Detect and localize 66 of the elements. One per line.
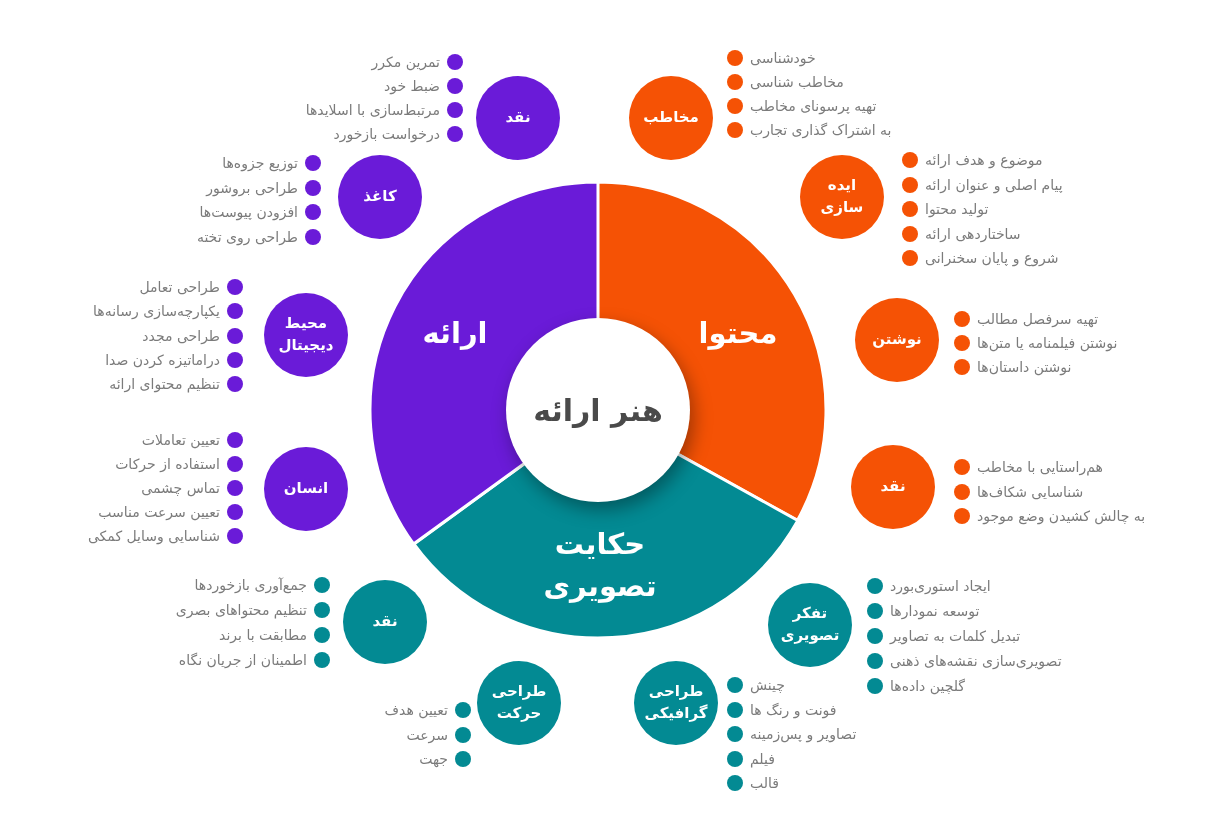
list-item: به چالش کشیدن وضع موجود	[977, 508, 1146, 524]
list-item: طراحی بروشور	[206, 179, 298, 196]
topic-label: محیط دیجیتال	[277, 313, 335, 356]
list-item: استفاده از حرکات	[115, 456, 220, 472]
segment-label: حکایت تصویری	[542, 525, 658, 605]
list-item: پیام اصلی و عنوان ارائه	[925, 176, 1063, 193]
list-item: هم‌راستایی با مخاطب	[977, 459, 1103, 475]
list-item: مطابقت با برند	[219, 627, 307, 643]
list-item: تهیه سرفصل مطالب	[977, 311, 1099, 327]
list-item: تولید محتوا	[925, 201, 989, 217]
list-item: نوشتن فیلمنامه یا متن‌ها	[977, 335, 1118, 351]
list-item: اطمینان از جریان نگاه	[178, 652, 307, 668]
list-item: تنظیم محتوای ارائه	[109, 376, 220, 393]
center-title: هنر ارائه	[533, 392, 663, 428]
list-item: طراحی روی تخته	[196, 228, 298, 245]
topic-label: مخاطب	[642, 107, 700, 129]
list-item: تعیین هدف	[384, 702, 448, 718]
segment-label: محتوا	[697, 315, 779, 352]
list-item: فونت و رنگ ها	[750, 701, 837, 718]
list-item: تعیین تعاملات	[141, 432, 220, 448]
list-item: شناسایی شکاف‌ها	[977, 483, 1084, 500]
topic-label: نوشتن	[871, 329, 923, 351]
list-item: شناسایی وسایل کمکی	[87, 528, 220, 544]
topic-label: ایده سازی	[819, 175, 865, 218]
topic-label: نقد	[371, 611, 399, 633]
list-item: ایجاد استوری‌بورد	[890, 578, 991, 594]
list-item: افزودن پیوست‌ها	[199, 204, 298, 220]
list-item: دراماتیزه کردن صدا	[105, 351, 220, 368]
list-item: یکپارچه‌سازی رسانه‌ها	[93, 303, 220, 320]
list-item: مرتبط‌سازی با اسلایدها	[305, 102, 440, 118]
list-item: طراحی مجدد	[142, 327, 220, 344]
list-item: موضوع و هدف ارائه	[925, 152, 1043, 168]
list-item: تصاویر و پس‌زمینه	[750, 726, 857, 742]
list-item: توسعه نمودارها	[890, 603, 980, 619]
list-item: طراحی تعامل	[139, 279, 220, 295]
list-item: مخاطب شناسی	[750, 74, 844, 90]
list-item: ضبط خود	[384, 78, 440, 94]
list-item: خودشناسی	[750, 50, 816, 66]
list-item: شروع و پایان سخنرانی	[925, 250, 1059, 266]
list-item: جمع‌آوری بازخوردها	[194, 577, 307, 593]
list-item: تعیین سرعت مناسب	[98, 504, 220, 520]
list-item: درخواست بازخورد	[333, 126, 440, 142]
topic-label: انسان	[282, 478, 330, 500]
list-item: تصویری‌سازی نقشه‌های ذهنی	[890, 653, 1062, 669]
list-item: فیلم	[750, 750, 775, 767]
list-item: به اشتراک گذاری تجارب	[750, 122, 892, 138]
topic-label: طراحی گرافیکی	[643, 681, 709, 724]
topic-label: نقد	[504, 107, 532, 129]
list-item: قالب	[750, 775, 779, 791]
list-item: تبدیل کلمات به تصاویر	[890, 628, 1021, 644]
list-item: تماس چشمی	[141, 480, 220, 496]
list-item: جهت	[419, 751, 448, 767]
topic-label: کاغذ	[362, 186, 398, 208]
list-item: تهیه پرسونای مخاطب	[750, 98, 877, 114]
list-item: چینش	[750, 677, 785, 693]
list-item: تمرین مکرر	[371, 54, 440, 70]
list-item: سرعت	[406, 726, 448, 743]
topic-label: تفکر تصویری	[779, 603, 841, 646]
list-item: گلچین داده‌ها	[890, 678, 965, 694]
list-item: تنظیم محتواهای بصری	[175, 602, 307, 618]
topic-label: طراحی حرکت	[490, 681, 548, 724]
list-item: ساختاردهی ارائه	[925, 225, 1021, 242]
list-item: توزیع جزوه‌ها	[222, 155, 298, 171]
list-item: نوشتن داستان‌ها	[977, 359, 1072, 375]
segment-label: ارائه	[421, 315, 489, 352]
topic-label: نقد	[879, 476, 907, 498]
